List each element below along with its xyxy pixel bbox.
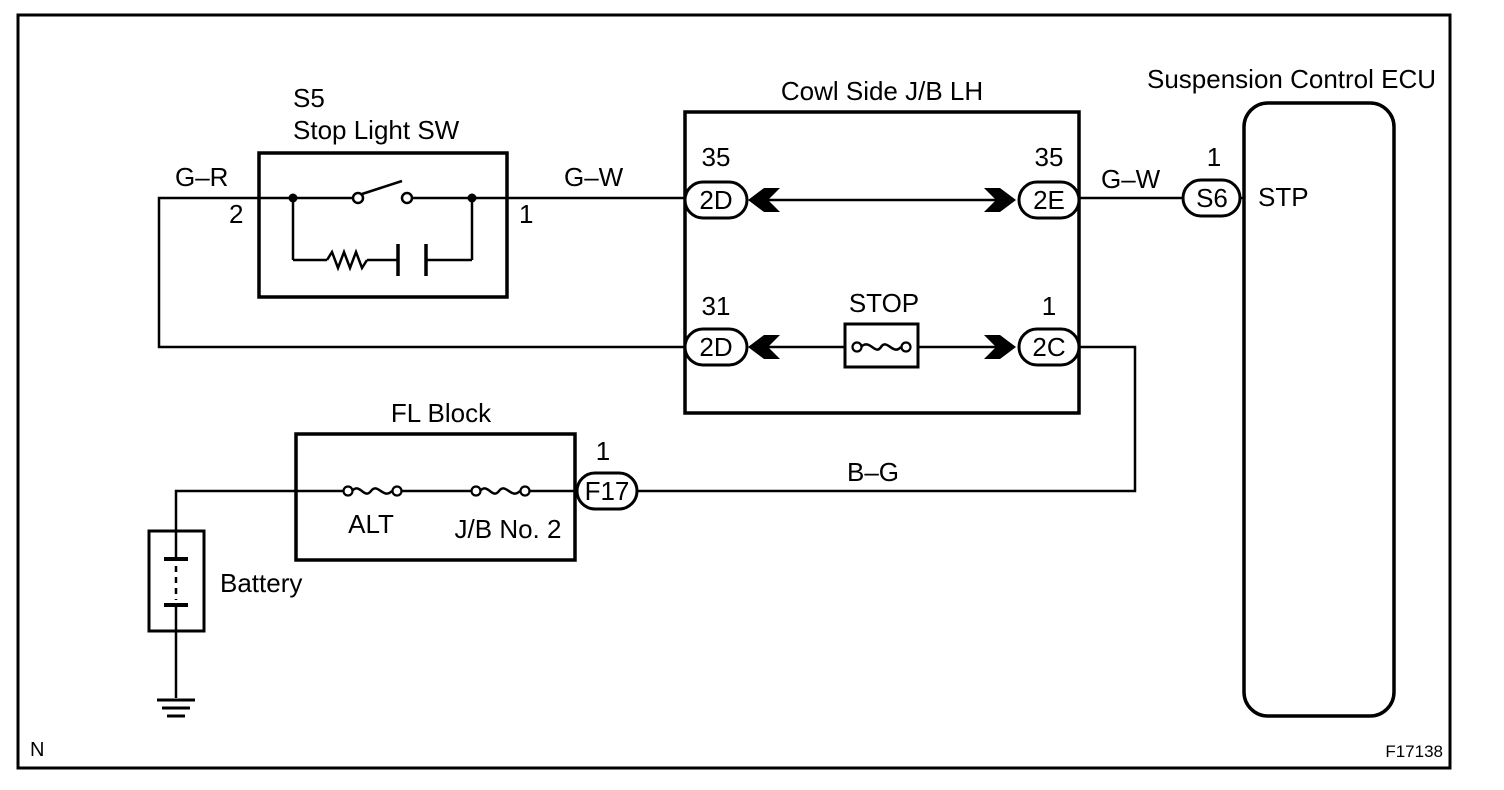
connector-arrow-right-icon [984, 335, 1016, 359]
connector-s6 [1181, 178, 1242, 218]
fuse-alt-icon [351, 487, 393, 495]
connector-2d-top [683, 180, 749, 220]
connector-arrow-right-icon [984, 188, 1016, 212]
connector-2e-pin: 35 [1035, 142, 1064, 172]
stop-fuse-label: STOP [849, 288, 919, 318]
connector-s6-pin: 1 [1207, 142, 1221, 172]
connector-f17-label: F17 [585, 476, 630, 506]
connector-2d-bottom-pin: 31 [702, 291, 731, 321]
fuse-jb-no2-icon [479, 487, 521, 495]
connector-arrow-left-icon [748, 335, 780, 359]
figure-id: F17138 [1385, 742, 1443, 761]
stop-light-sw-code: S5 [293, 83, 325, 113]
stop-light-sw-pin-1: 1 [519, 199, 533, 229]
fl-block: FL Block ALT J/B No. 2 F17 1 [294, 398, 639, 562]
connector-arrow-left-icon [748, 188, 780, 212]
fuse-alt-label: ALT [348, 509, 394, 539]
connector-2c-pin: 1 [1042, 291, 1056, 321]
connector-2d-top-pin: 35 [702, 142, 731, 172]
connector-2e-label: 2E [1033, 185, 1065, 215]
connector-2d-bottom-label: 2D [699, 332, 732, 362]
battery: Battery [147, 529, 302, 718]
connector-f17 [575, 471, 639, 511]
fl-block-box [294, 432, 577, 562]
diagram-frame [16, 13, 1452, 770]
fuse-jb-no2-label: J/B No. 2 [455, 514, 562, 544]
connector-2c [1017, 327, 1081, 367]
wires: G–R G–W G–W B–G [157, 162, 1244, 698]
switch-contact-icon [400, 191, 414, 205]
ecu-name: Suspension Control ECU [1147, 64, 1436, 94]
stop-light-switch: S5 Stop Light SW 2 1 [229, 83, 533, 299]
stop-light-sw-box [257, 151, 509, 299]
connector-f17-pin: 1 [596, 436, 610, 466]
wire-label-g-w-2: G–W [1101, 164, 1161, 194]
wire-label-b-g: B–G [847, 457, 899, 487]
connector-2d-bottom [683, 327, 749, 367]
wire-label-g-w-1: G–W [564, 162, 624, 192]
cowl-jb-name: Cowl Side J/B LH [781, 76, 983, 106]
stop-light-sw-name: Stop Light SW [293, 115, 460, 145]
cowl-side-jb: Cowl Side J/B LH STOP 2D 35 2E 35 2D 31 … [683, 76, 1081, 415]
wire-label-g-r: G–R [175, 162, 228, 192]
connector-2e [1017, 180, 1081, 220]
connector-s6-label: S6 [1196, 183, 1228, 213]
ecu-box [1242, 101, 1396, 718]
wire-battery [174, 489, 296, 531]
connector-2c-label: 2C [1032, 332, 1065, 362]
fuse-icon [860, 343, 902, 351]
connector-2d-top-label: 2D [699, 185, 732, 215]
stop-light-sw-pin-2: 2 [229, 199, 243, 229]
wire-g-r [157, 196, 685, 349]
suspension-control-ecu: Suspension Control ECU S6 1 STP [1147, 64, 1436, 718]
switch-blade-icon [361, 179, 403, 196]
ecu-terminal-stp: STP [1258, 182, 1309, 212]
switch-contact-icon [351, 191, 365, 205]
resistor-icon [325, 248, 369, 272]
wire-b-g [637, 345, 1137, 493]
fl-block-name: FL Block [391, 398, 492, 428]
corner-label: N [30, 739, 44, 761]
battery-label: Battery [220, 568, 302, 598]
